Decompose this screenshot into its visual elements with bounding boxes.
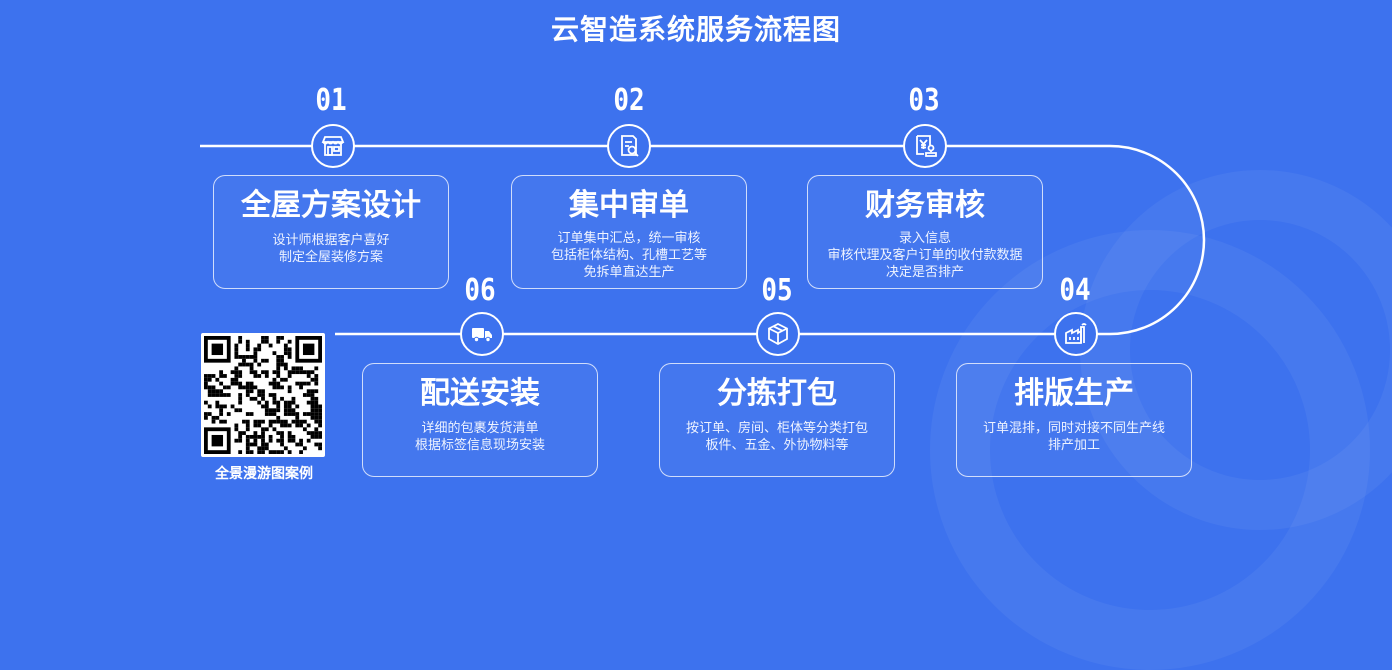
step-card-01: 全屋方案设计 设计师根据客户喜好 制定全屋装修方案 bbox=[213, 175, 449, 289]
step-number-01: 01 bbox=[315, 83, 347, 119]
step-description-line: 排产加工 bbox=[1047, 438, 1100, 453]
step-description-line: 订单集中汇总，统一审核 bbox=[557, 231, 701, 246]
step-card-03: 财务审核 录入信息 审核代理及客户订单的收付款数据 决定是否排产 bbox=[807, 175, 1043, 289]
step-card-06: 配送安装 详细的包裹发货清单 根据标签信息现场安装 bbox=[362, 363, 598, 477]
step-description: 设计师根据客户喜好 制定全屋装修方案 bbox=[214, 232, 448, 266]
step-title: 集中审单 bbox=[569, 188, 689, 223]
storefront-icon bbox=[311, 124, 355, 168]
finance-stamp-icon bbox=[903, 124, 947, 168]
step-description: 录入信息 审核代理及客户订单的收付款数据 决定是否排产 bbox=[808, 230, 1042, 281]
step-description-line: 决定是否排产 bbox=[885, 265, 964, 280]
package-box-icon bbox=[756, 312, 800, 356]
document-search-icon bbox=[607, 124, 651, 168]
step-card-02: 集中审单 订单集中汇总，统一审核 包括柜体结构、孔槽工艺等 免拆单直达生产 bbox=[511, 175, 747, 289]
step-description-line: 详细的包裹发货清单 bbox=[421, 421, 539, 436]
qr-code[interactable] bbox=[201, 333, 325, 457]
step-description-line: 按订单、房间、柜体等分类打包 bbox=[685, 421, 868, 436]
step-description-line: 录入信息 bbox=[898, 231, 951, 246]
step-description: 订单集中汇总，统一审核 包括柜体结构、孔槽工艺等 免拆单直达生产 bbox=[512, 230, 746, 281]
page-title: 云智造系统服务流程图 bbox=[550, 13, 841, 46]
step-number-03: 03 bbox=[908, 83, 940, 119]
step-title: 财务审核 bbox=[865, 188, 985, 223]
step-description: 订单混排，同时对接不同生产线 排产加工 bbox=[957, 420, 1191, 454]
step-description-line: 订单混排，同时对接不同生产线 bbox=[982, 421, 1165, 436]
step-description-line: 板件、五金、外协物料等 bbox=[705, 438, 849, 453]
step-description-line: 设计师根据客户喜好 bbox=[272, 233, 390, 248]
step-number-06: 06 bbox=[464, 273, 496, 309]
step-number-04: 04 bbox=[1059, 273, 1091, 309]
step-title: 全屋方案设计 bbox=[241, 188, 421, 223]
qr-code-label: 全景漫游图案例 bbox=[215, 466, 313, 482]
step-number-05: 05 bbox=[761, 273, 793, 309]
process-flow-page: 云智造系统服务流程图 01 全屋方案设计 设计师根据客户喜好 制定全屋装修方案 … bbox=[200, 13, 1392, 670]
step-description: 详细的包裹发货清单 根据标签信息现场安装 bbox=[363, 420, 597, 454]
step-number-02: 02 bbox=[613, 83, 645, 119]
step-title: 分拣打包 bbox=[717, 376, 837, 411]
step-description: 按订单、房间、柜体等分类打包 板件、五金、外协物料等 bbox=[660, 420, 894, 454]
step-title: 排版生产 bbox=[1014, 376, 1134, 411]
step-description-line: 根据标签信息现场安装 bbox=[414, 438, 545, 453]
step-card-05: 分拣打包 按订单、房间、柜体等分类打包 板件、五金、外协物料等 bbox=[659, 363, 895, 477]
flow-connector-line bbox=[200, 144, 1206, 336]
factory-icon bbox=[1054, 312, 1098, 356]
step-description-line: 制定全屋装修方案 bbox=[278, 250, 383, 265]
qr-code-pattern bbox=[204, 336, 322, 454]
delivery-truck-icon bbox=[460, 312, 504, 356]
step-title: 配送安装 bbox=[420, 376, 540, 411]
step-card-04: 排版生产 订单混排，同时对接不同生产线 排产加工 bbox=[956, 363, 1192, 477]
step-description-line: 免拆单直达生产 bbox=[583, 265, 675, 280]
step-description-line: 包括柜体结构、孔槽工艺等 bbox=[550, 248, 707, 263]
step-description-line: 审核代理及客户订单的收付款数据 bbox=[827, 248, 1023, 263]
